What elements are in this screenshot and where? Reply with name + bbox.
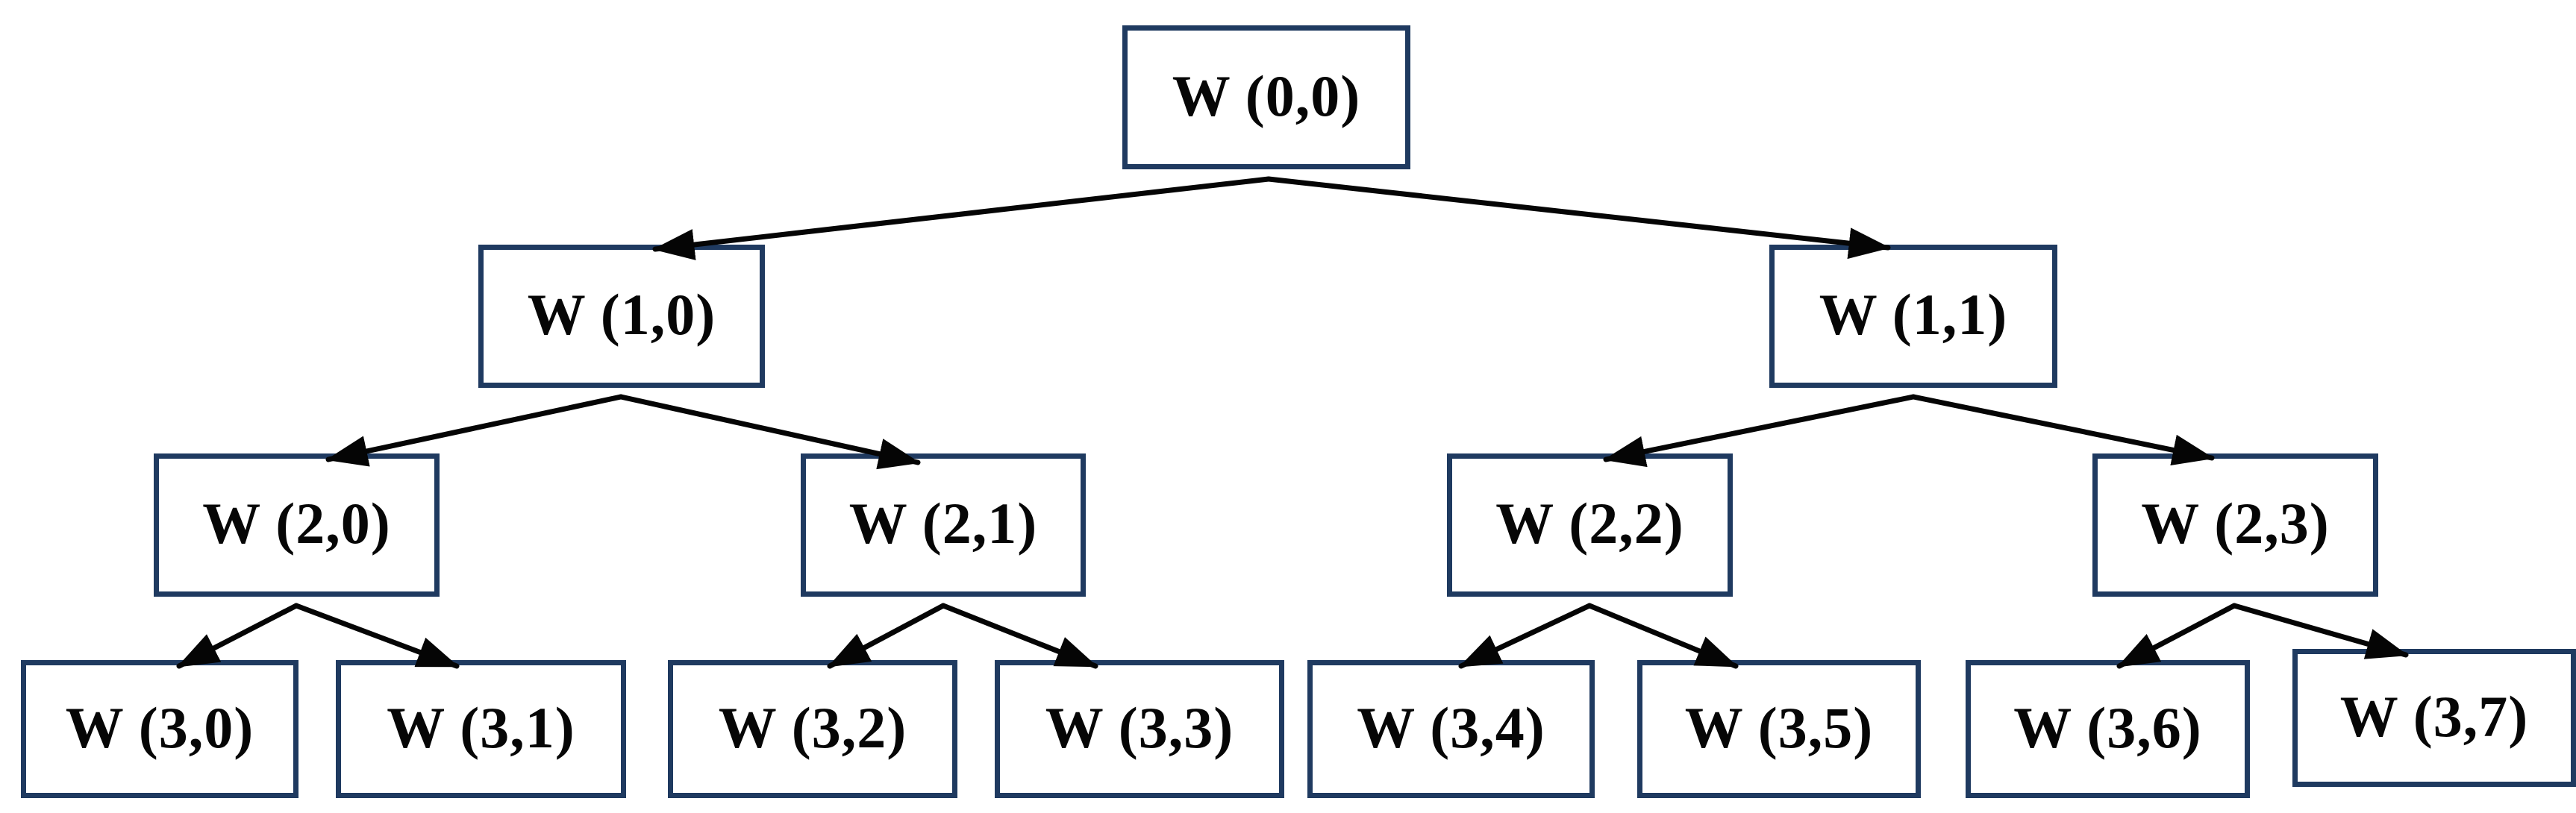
arrow-w-0-0-to-w-1-1 xyxy=(1266,176,1891,260)
arrow-w-1-1-to-w-2-3 xyxy=(1910,394,2215,466)
tree-node-w-3-5: W (3,5) xyxy=(1637,660,1921,798)
node-label: W (3,6) xyxy=(2013,694,2202,760)
tree-node-w-3-3: W (3,3) xyxy=(995,660,1284,798)
arrow-w-2-1-to-w-3-2 xyxy=(827,603,946,669)
arrow-w-2-3-to-w-3-7 xyxy=(2231,603,2409,659)
node-label: W (2,3) xyxy=(2141,491,2330,556)
node-label: W (2,2) xyxy=(1495,491,1684,556)
tree-node-w-3-4: W (3,4) xyxy=(1307,660,1595,798)
arrow-w-2-2-to-w-3-4 xyxy=(1458,603,1592,669)
tree-node-w-2-1: W (2,1) xyxy=(801,453,1086,597)
arrow-w-2-2-to-w-3-5 xyxy=(1586,603,1739,669)
tree-node-w-3-0: W (3,0) xyxy=(21,660,298,798)
node-label: W (3,5) xyxy=(1684,694,1874,760)
tree-node-w-3-2: W (3,2) xyxy=(668,660,957,798)
arrow-w-1-0-to-w-2-0 xyxy=(325,394,624,467)
tree-node-w-2-0: W (2,0) xyxy=(154,453,440,597)
arrow-w-0-0-to-w-1-0 xyxy=(652,176,1272,260)
arrow-w-2-1-to-w-3-3 xyxy=(940,603,1098,669)
tree-node-w-3-1: W (3,1) xyxy=(336,660,626,798)
node-label: W (2,0) xyxy=(202,491,391,556)
tree-node-w-0-0: W (0,0) xyxy=(1122,25,1410,169)
arrow-w-1-0-to-w-2-1 xyxy=(618,394,921,470)
tree-node-w-3-6: W (3,6) xyxy=(1966,660,2250,798)
tree-node-w-2-2: W (2,2) xyxy=(1447,453,1733,597)
tree-node-w-3-7: W (3,7) xyxy=(2292,649,2576,787)
tree-node-w-1-0: W (1,0) xyxy=(478,245,765,388)
node-label: W (3,3) xyxy=(1045,694,1234,760)
node-label: W (2,1) xyxy=(848,491,1038,556)
tree-node-w-2-3: W (2,3) xyxy=(2092,453,2378,597)
node-label: W (1,0) xyxy=(527,282,716,347)
node-label: W (3,4) xyxy=(1357,694,1545,760)
node-label: W (3,2) xyxy=(718,694,907,760)
arrow-w-2-0-to-w-3-0 xyxy=(176,603,299,669)
node-label: W (1,1) xyxy=(1819,282,2008,347)
arrow-w-1-1-to-w-2-2 xyxy=(1603,394,1916,468)
arrow-w-2-0-to-w-3-1 xyxy=(293,603,460,669)
node-label: W (3,1) xyxy=(387,694,575,760)
node-label: W (3,0) xyxy=(65,694,254,760)
arrow-w-2-3-to-w-3-6 xyxy=(2116,603,2237,669)
node-label: W (0,0) xyxy=(1172,63,1361,128)
node-label: W (3,7) xyxy=(2339,683,2529,749)
tree-node-w-1-1: W (1,1) xyxy=(1769,245,2057,388)
